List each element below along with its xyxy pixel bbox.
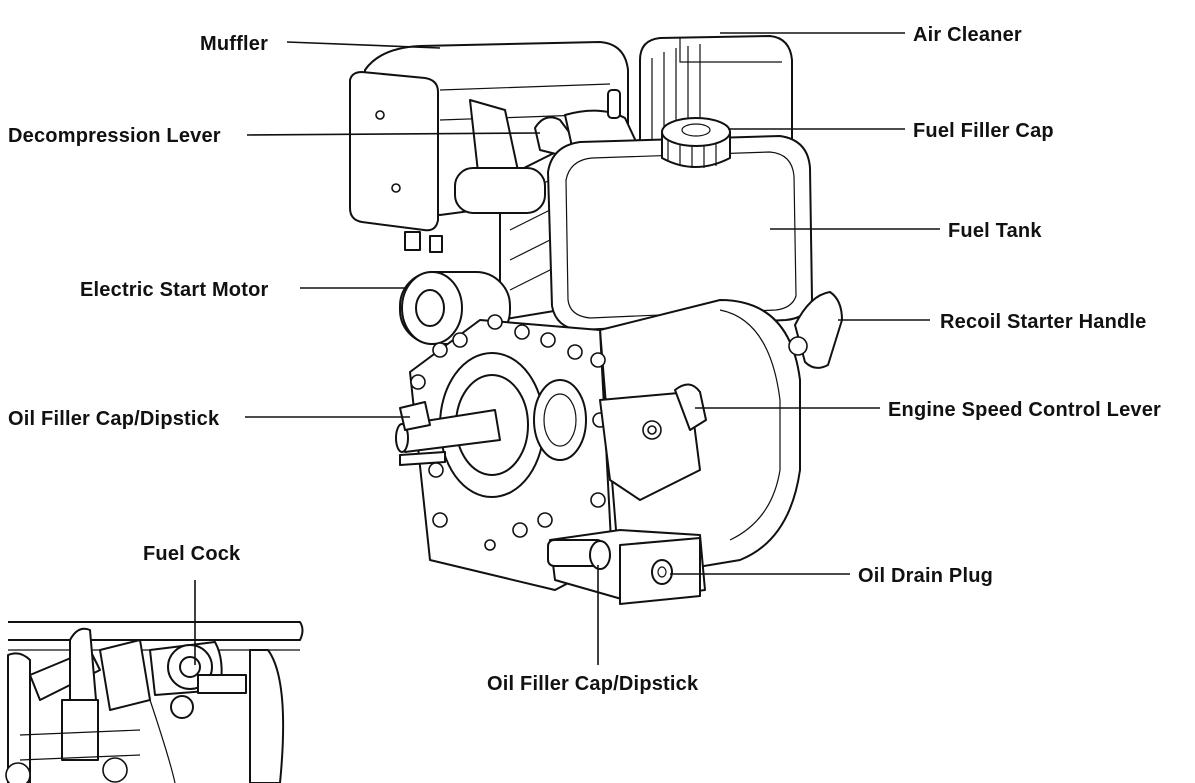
oil-filler-cap-bottom-part bbox=[547, 539, 611, 570]
leader-lines bbox=[194, 32, 940, 665]
label-muffler: Muffler bbox=[200, 33, 268, 55]
label-oil-drain-plug: Oil Drain Plug bbox=[858, 565, 993, 587]
oil-filler-cap-left-part bbox=[399, 401, 431, 431]
fuel-filler-cap-part bbox=[661, 117, 731, 168]
label-fuel-filler-cap: Fuel Filler Cap bbox=[913, 120, 1054, 142]
crankcase-part bbox=[599, 299, 801, 581]
label-air-cleaner: Air Cleaner bbox=[913, 24, 1022, 46]
label-fuel-cock: Fuel Cock bbox=[143, 543, 241, 565]
label-engine-speed-control-lever: Engine Speed Control Lever bbox=[888, 399, 1161, 421]
fuel-cock-inset bbox=[5, 621, 304, 783]
label-fuel-tank: Fuel Tank bbox=[948, 220, 1042, 242]
label-recoil-starter-handle: Recoil Starter Handle bbox=[940, 311, 1147, 333]
label-electric-start-motor: Electric Start Motor bbox=[80, 279, 268, 301]
part-labels: Muffler Air Cleaner Decompression Lever … bbox=[8, 24, 1161, 695]
oil-drain-plug-part bbox=[651, 559, 673, 585]
label-oil-filler-cap-left: Oil Filler Cap/Dipstick bbox=[8, 408, 220, 430]
engine-illustration bbox=[349, 35, 843, 605]
leader-muffler bbox=[286, 41, 441, 49]
engine-speed-control-part bbox=[599, 383, 707, 501]
front-cover-part bbox=[395, 319, 613, 591]
leader-decompression-lever bbox=[246, 132, 541, 136]
label-decompression-lever: Decompression Lever bbox=[8, 125, 221, 147]
label-oil-filler-cap-bottom: Oil Filler Cap/Dipstick bbox=[487, 673, 699, 695]
recoil-starter-handle-part bbox=[788, 291, 843, 369]
